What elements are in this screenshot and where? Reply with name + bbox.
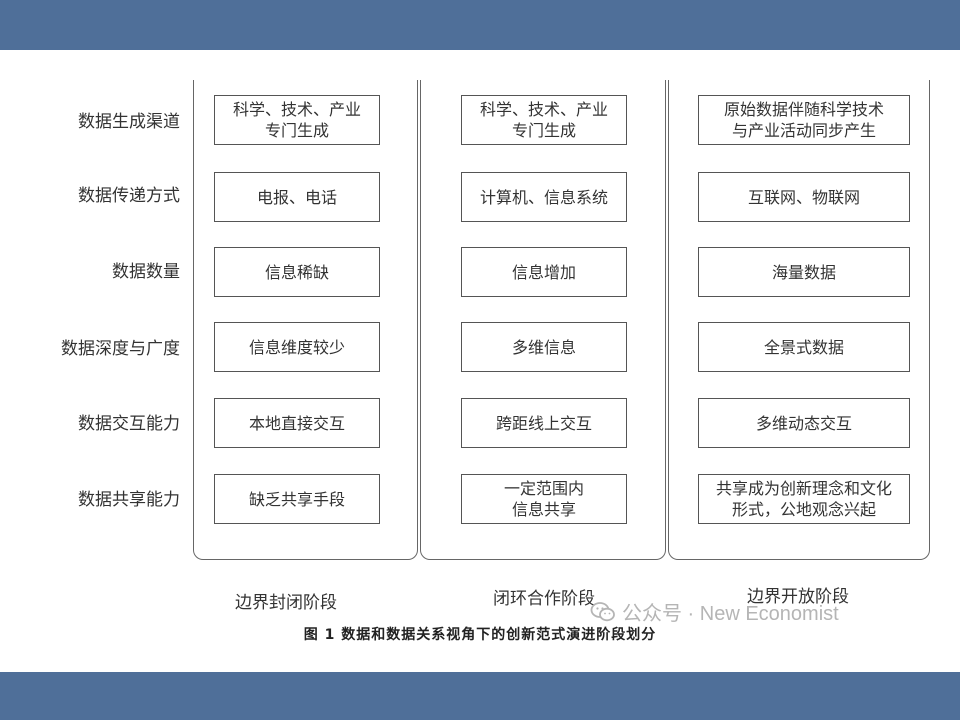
cell-closed-depth: 信息维度较少 — [214, 322, 380, 372]
watermark-text: 公众号 · New Economist — [622, 603, 839, 625]
cell-cooperation-depth: 多维信息 — [461, 322, 627, 372]
stage-label-open: 边界开放阶段 — [747, 587, 849, 607]
cell-closed-interaction: 本地直接交互 — [214, 398, 380, 448]
figure-caption: 图 1 数据和数据关系视角下的创新范式演进阶段划分 — [303, 627, 657, 643]
cell-cooperation-transmission: 计算机、信息系统 — [461, 172, 627, 222]
cell-cooperation-generation: 科学、技术、产业 专门生成 — [461, 95, 627, 145]
row-label-generation: 数据生成渠道 — [78, 112, 180, 132]
cell-cooperation-quantity: 信息增加 — [461, 247, 627, 297]
stage-bracket-closed — [193, 80, 418, 560]
row-label-sharing: 数据共享能力 — [78, 490, 180, 510]
stage-bracket-open — [668, 80, 930, 560]
cell-closed-quantity: 信息稀缺 — [214, 247, 380, 297]
cell-open-interaction: 多维动态交互 — [698, 398, 910, 448]
watermark: 公众号 · New Economist — [590, 597, 839, 626]
cell-closed-generation: 科学、技术、产业 专门生成 — [214, 95, 380, 145]
cell-cooperation-interaction: 跨距线上交互 — [461, 398, 627, 448]
cell-open-sharing: 共享成为创新理念和文化 形式，公地观念兴起 — [698, 474, 910, 524]
wechat-icon — [590, 601, 615, 621]
cell-open-generation: 原始数据伴随科学技术 与产业活动同步产生 — [698, 95, 910, 145]
diagram-area: 数据生成渠道 数据传递方式 数据数量 数据深度与广度 数据交互能力 数据共享能力… — [0, 50, 960, 672]
top-band — [0, 0, 960, 50]
row-label-transmission: 数据传递方式 — [78, 186, 180, 206]
row-label-quantity: 数据数量 — [112, 262, 180, 282]
row-label-interaction: 数据交互能力 — [78, 414, 180, 434]
cell-closed-sharing: 缺乏共享手段 — [214, 474, 380, 524]
bottom-band — [0, 672, 960, 720]
stage-label-closed: 边界封闭阶段 — [235, 593, 337, 613]
cell-cooperation-sharing: 一定范围内 信息共享 — [461, 474, 627, 524]
cell-open-transmission: 互联网、物联网 — [698, 172, 910, 222]
cell-open-depth: 全景式数据 — [698, 322, 910, 372]
cell-open-quantity: 海量数据 — [698, 247, 910, 297]
stage-bracket-cooperation — [420, 80, 666, 560]
row-label-depth-breadth: 数据深度与广度 — [61, 339, 180, 359]
stage-label-cooperation: 闭环合作阶段 — [493, 589, 595, 609]
cell-closed-transmission: 电报、电话 — [214, 172, 380, 222]
